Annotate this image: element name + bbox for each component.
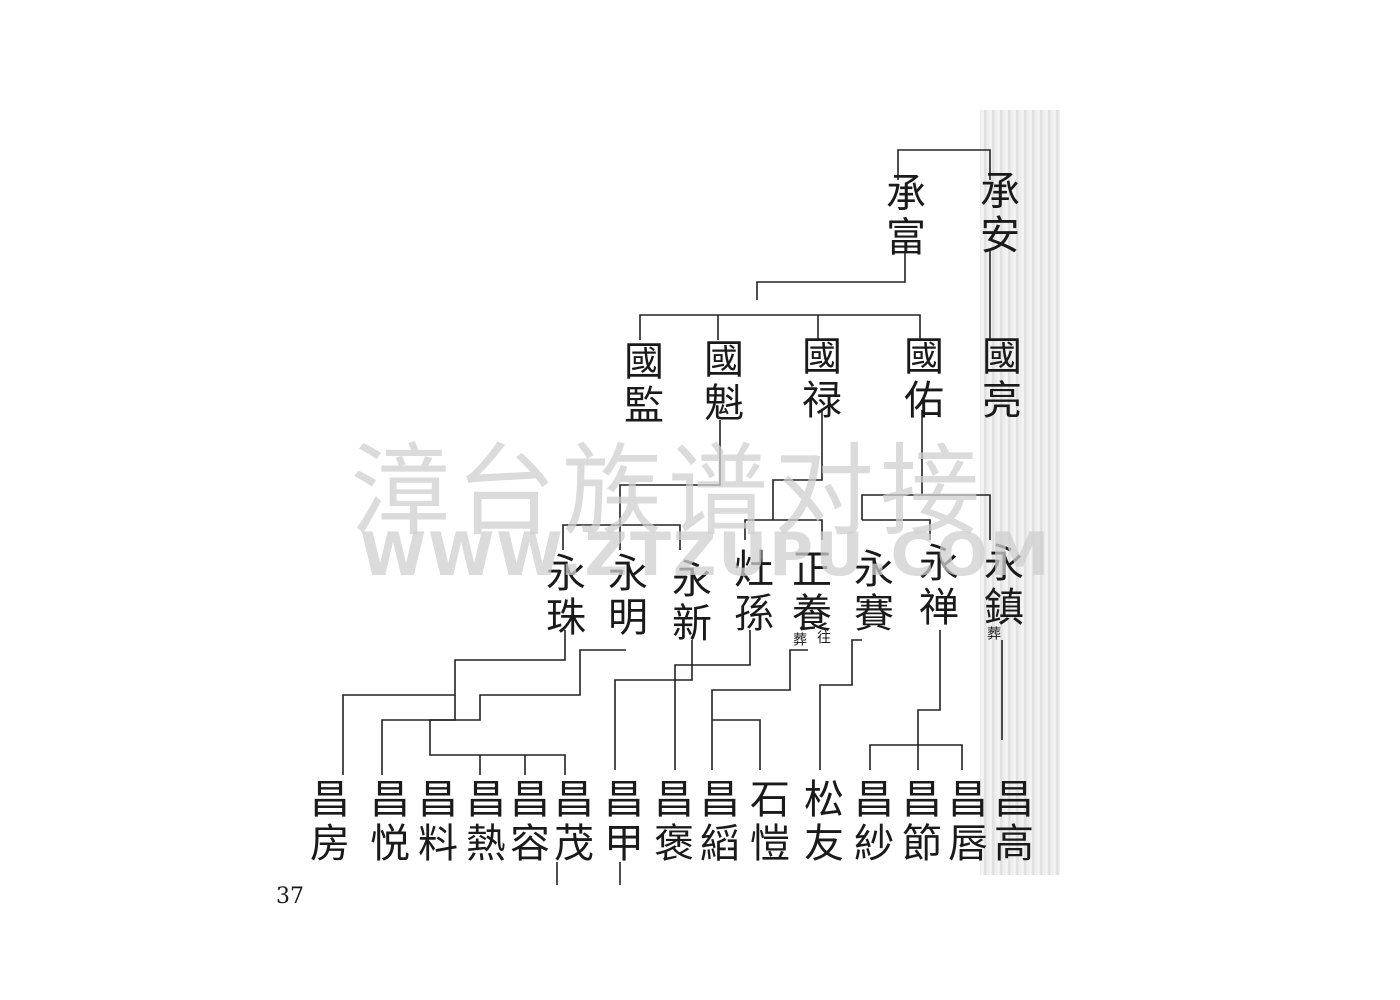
connector-yongxin (614, 640, 693, 770)
gen4-changyue: 昌悦 (363, 778, 409, 866)
gen2-guoliang: 國亮 (975, 335, 1021, 423)
continuation-lines (556, 862, 621, 885)
gen4-changliao: 昌料 (411, 778, 457, 866)
gen2-guoyou: 國佑 (897, 335, 943, 423)
gen1-chengan: 承安 (973, 170, 1019, 258)
connector-guoyou (861, 410, 991, 540)
gen3-yongchan: 永禅 (912, 542, 958, 630)
gen3-yongxin: 永新 (665, 558, 711, 646)
gen4-changgao: 昌高 (987, 778, 1033, 866)
gen4-changre: 昌熱 (459, 778, 505, 866)
gen2-guolu: 國禄 (795, 335, 841, 423)
connector-yongchan (869, 630, 963, 770)
gen4-changchun: 昌唇 (941, 778, 987, 866)
gen2-guokui: 國魁 (697, 338, 743, 426)
gen4-changbao: 昌褒 (647, 778, 693, 866)
connector-yongming (429, 649, 626, 775)
gen4-changrong: 昌容 (503, 778, 549, 866)
gen3-yongzhu: 永珠 (539, 552, 585, 640)
gen3-zaosun: 灶孫 (727, 548, 773, 636)
connector-chengfu (756, 252, 906, 300)
gen4-changfang: 昌房 (303, 778, 349, 866)
gen1-chengfu: 承富 (879, 172, 925, 260)
gen4-shikai: 石愷 (743, 778, 789, 866)
gen3-yongzhen-note: 葬 (985, 626, 1001, 640)
gen4-changsha: 昌紗 (847, 778, 893, 866)
gen3-yongzhen: 永鎮 (977, 542, 1023, 630)
gen4-changtao: 昌縚 (693, 778, 739, 866)
connector-gen2-bar (639, 314, 921, 340)
gen4-songyou: 松友 (797, 778, 843, 866)
connector-guoyou-2 (862, 519, 931, 540)
page-number: 37 (276, 884, 304, 909)
gen3-yongming: 永明 (601, 552, 647, 640)
connector-guokui (562, 420, 721, 550)
connector-yongzhu (342, 630, 566, 775)
scanned-page-edge (980, 110, 1060, 875)
connector-yongsai (819, 639, 862, 770)
gen3-yongsai: 永賽 (847, 548, 893, 636)
connector-zaosun (674, 630, 751, 770)
connector-guolu (744, 410, 823, 540)
gen4-changjie: 昌節 (895, 778, 941, 866)
gen4-changjia: 昌甲 (597, 778, 643, 866)
connector-gen1 (897, 149, 991, 180)
gen3-zhengyang: 正養 (785, 548, 831, 636)
gen2-guojian: 國監 (617, 340, 663, 428)
gen4-changmao: 昌茂 (547, 778, 593, 866)
gen3-zhengyang-note: 往 (815, 630, 831, 644)
gen3-zhengyang-note2: 葬 (791, 632, 807, 646)
connector-zhengyang (711, 649, 808, 770)
